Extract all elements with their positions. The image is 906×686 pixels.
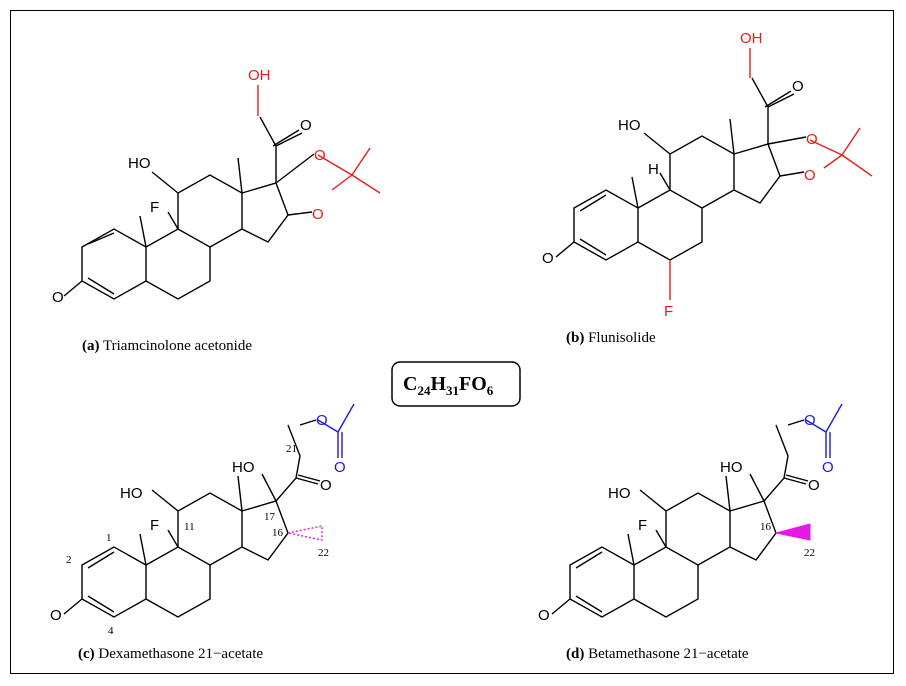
atom-f-b: F xyxy=(664,303,673,320)
locant-16-d: 16 xyxy=(760,521,772,533)
atom-ho: HO xyxy=(128,155,151,172)
atom-o-3: O xyxy=(52,289,64,306)
locant-2: 2 xyxy=(66,554,72,566)
molecule-b-structure xyxy=(555,77,795,261)
atom-h-b: H xyxy=(648,161,659,178)
locant-11: 11 xyxy=(184,521,195,533)
molecule-a-o-bonds xyxy=(275,153,315,216)
molecule-c-acetate xyxy=(317,403,355,458)
atom-o-acyl-d: O xyxy=(822,459,834,476)
atom-o-16: O xyxy=(312,206,324,223)
atom-o-3-d: O xyxy=(538,607,550,624)
locant-16: 16 xyxy=(272,527,284,539)
caption-a: (a) Triamcinolone acetonide xyxy=(82,338,252,354)
molecule-c-methyl16 xyxy=(287,525,323,541)
caption-d: (d) Betamethasone 21−acetate xyxy=(566,646,749,662)
atom-ho-17-d: HO xyxy=(720,459,743,476)
atom-o-ketone-c: O xyxy=(320,477,332,494)
figure-frame xyxy=(10,10,894,674)
atom-oh-b: OH xyxy=(740,30,763,47)
formula-box xyxy=(391,361,521,407)
atom-o-ketone: O xyxy=(300,117,312,134)
locant-17: 17 xyxy=(264,511,276,523)
molecule-a-acetonide xyxy=(257,85,381,194)
caption-c: (c) Dexamethasone 21−acetate xyxy=(78,646,263,662)
molecular-formula: C24H31FO6 xyxy=(403,373,494,398)
atom-ho-c: HO xyxy=(120,485,143,502)
atom-o-acyl-c: O xyxy=(334,459,346,476)
atom-o-ester-d: O xyxy=(804,412,816,429)
atom-f: F xyxy=(150,199,159,216)
atom-o-17: O xyxy=(314,147,326,164)
locant-1: 1 xyxy=(106,532,112,544)
atom-o-ketone-d: O xyxy=(808,477,820,494)
locant-22: 22 xyxy=(318,547,329,559)
caption-b: (b) Flunisolide xyxy=(566,330,656,346)
atom-oh: OH xyxy=(248,67,271,84)
atom-o-ester-c: O xyxy=(316,412,328,429)
locant-21: 21 xyxy=(286,443,297,455)
molecule-b-acetonide xyxy=(669,48,873,300)
molecule-c-structure xyxy=(63,424,321,618)
molecule-b-o-bonds xyxy=(767,136,807,177)
molecule-d-acetate xyxy=(805,403,843,458)
atom-f-d: F xyxy=(638,517,647,534)
atom-ho-17-c: HO xyxy=(232,459,255,476)
locant-22-d: 22 xyxy=(804,547,815,559)
atom-f-c: F xyxy=(150,517,159,534)
locant-4: 4 xyxy=(108,625,114,637)
atom-ho-d: HO xyxy=(608,485,631,502)
molecule-d-methyl16 xyxy=(775,523,811,541)
atom-o-3-c: O xyxy=(50,607,62,624)
atom-o-3-b: O xyxy=(542,250,554,267)
atom-o-16-b: O xyxy=(804,167,816,184)
atom-o-17-b: O xyxy=(806,131,818,148)
molecule-a-structure xyxy=(63,116,303,300)
atom-ho-b: HO xyxy=(618,117,641,134)
atom-o-ketone-b: O xyxy=(792,78,804,95)
molecule-d-structure xyxy=(551,424,809,618)
